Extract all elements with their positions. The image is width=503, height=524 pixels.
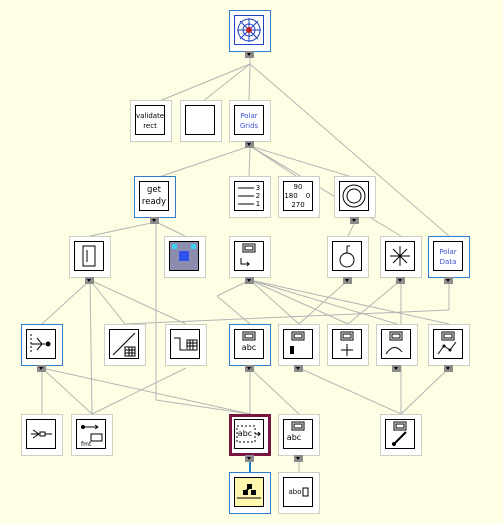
polar-grids-node[interactable]: Polar Grids [229, 100, 271, 148]
abc-arrow-icon: abc [234, 419, 264, 449]
window-cross-node[interactable] [327, 324, 369, 366]
node-label: validate [136, 112, 165, 120]
node-label: abc [237, 429, 253, 438]
text-file-node[interactable]: fmt [71, 414, 113, 456]
slash-grid-icon [109, 329, 139, 359]
svg-text:fmt: fmt [81, 441, 92, 448]
circle-pin-node[interactable] [327, 236, 369, 284]
abc-window-icon: abc [283, 419, 313, 449]
angle-labels-icon: 90 180 0 270 [283, 181, 313, 211]
bracket-icon [74, 241, 104, 271]
node-label: get [147, 185, 161, 195]
node-label: ready [141, 197, 167, 207]
expand-arrow-icon[interactable] [396, 277, 405, 284]
node-label: abc [241, 343, 257, 352]
abc-text-node[interactable]: abc [229, 324, 271, 372]
expand-arrow-icon[interactable] [245, 277, 254, 284]
abc-window-node[interactable]: abc [278, 414, 320, 462]
node-label: Polar [439, 248, 457, 256]
polar-data-icon: Polar Data [433, 241, 463, 271]
numbered-lines-node[interactable]: 3 2 1 [229, 176, 271, 218]
expand-arrow-icon[interactable] [444, 365, 453, 372]
tree-node[interactable] [229, 472, 271, 514]
window-chart-icon [283, 329, 313, 359]
expand-arrow-icon[interactable] [245, 365, 254, 372]
empty-square-icon [185, 105, 215, 135]
node-label: Data [439, 258, 457, 266]
abo-box-icon: abo [283, 477, 313, 507]
tree-icon [234, 477, 264, 507]
window-arrow-node[interactable] [229, 236, 271, 284]
node-label: 0 [305, 192, 311, 200]
node-label: rect [143, 122, 157, 130]
numbered-lines-icon: 3 2 1 [234, 181, 264, 211]
window-chart-node[interactable] [278, 324, 320, 372]
get-ready-node[interactable]: get ready [134, 176, 176, 224]
polar-grids-icon: Polar Grids [234, 105, 264, 135]
validate-rect-node[interactable]: validate rect [130, 100, 172, 142]
asterisk-icon [385, 241, 415, 271]
brush-window-node[interactable] [380, 414, 422, 456]
circle-pin-icon [332, 241, 362, 271]
expand-arrow-icon[interactable] [37, 365, 46, 372]
node-label: 2 [255, 192, 261, 200]
expand-arrow-icon[interactable] [245, 141, 254, 148]
expand-arrow-icon[interactable] [85, 277, 94, 284]
concentric-circles-icon [339, 181, 369, 211]
node-label: Grids [239, 122, 259, 130]
window-cross-icon [332, 329, 362, 359]
node-label: 180 [284, 192, 298, 200]
bracket-node[interactable] [69, 236, 111, 284]
node-label: 3 [255, 184, 261, 192]
brush-icon [385, 419, 415, 449]
branch-grid-node[interactable] [165, 324, 207, 366]
blank-box-node[interactable] [180, 100, 222, 142]
expand-arrow-icon[interactable] [294, 455, 303, 462]
polar-plot-icon [234, 15, 264, 45]
branch-grid-icon [170, 329, 200, 359]
expand-arrow-icon[interactable] [350, 217, 359, 224]
node-line-icon [26, 419, 56, 449]
blue-square-icon [169, 241, 199, 271]
get-ready-icon: get ready [139, 181, 169, 211]
expand-arrow-icon[interactable] [150, 217, 159, 224]
text-file-icon: fmt [76, 419, 106, 449]
validate-rect-icon: validate rect [135, 105, 165, 135]
window-curve-icon [381, 329, 411, 359]
node-label: 1 [255, 200, 261, 208]
polar-data-node[interactable]: Polar Data [428, 236, 470, 284]
plot-arrow-node[interactable] [21, 324, 63, 372]
angle-labels-node[interactable]: 90 180 0 270 [278, 176, 320, 218]
node-label: Polar [240, 112, 258, 120]
node-line-node[interactable] [21, 414, 63, 456]
blue-square-node[interactable] [164, 236, 206, 278]
asterisk-node[interactable] [380, 236, 422, 284]
window-curve-node[interactable] [376, 324, 418, 372]
expand-arrow-icon[interactable] [343, 277, 352, 284]
plot-arrow-icon [26, 329, 56, 359]
node-label: abo [288, 488, 302, 496]
expand-arrow-icon[interactable] [392, 365, 401, 372]
concentric-circles-node[interactable] [334, 176, 376, 224]
window-scatter-node[interactable] [428, 324, 470, 372]
window-scatter-icon [433, 329, 463, 359]
node-label: abc [286, 433, 302, 442]
expand-arrow-icon[interactable] [294, 365, 303, 372]
window-arrow-icon [234, 241, 264, 271]
abc-text-icon: abc [234, 329, 264, 359]
expand-arrow-icon[interactable] [245, 51, 254, 58]
node-label: 90 [293, 183, 303, 191]
expand-arrow-icon[interactable] [245, 455, 254, 462]
node-label: 270 [291, 201, 305, 209]
expand-arrow-icon[interactable] [444, 277, 453, 284]
abo-box-node[interactable]: abo [278, 472, 320, 514]
abc-arrow-node[interactable]: abc [229, 414, 271, 462]
slash-grid-node[interactable] [104, 324, 146, 366]
polar-plot-node[interactable] [229, 10, 271, 58]
